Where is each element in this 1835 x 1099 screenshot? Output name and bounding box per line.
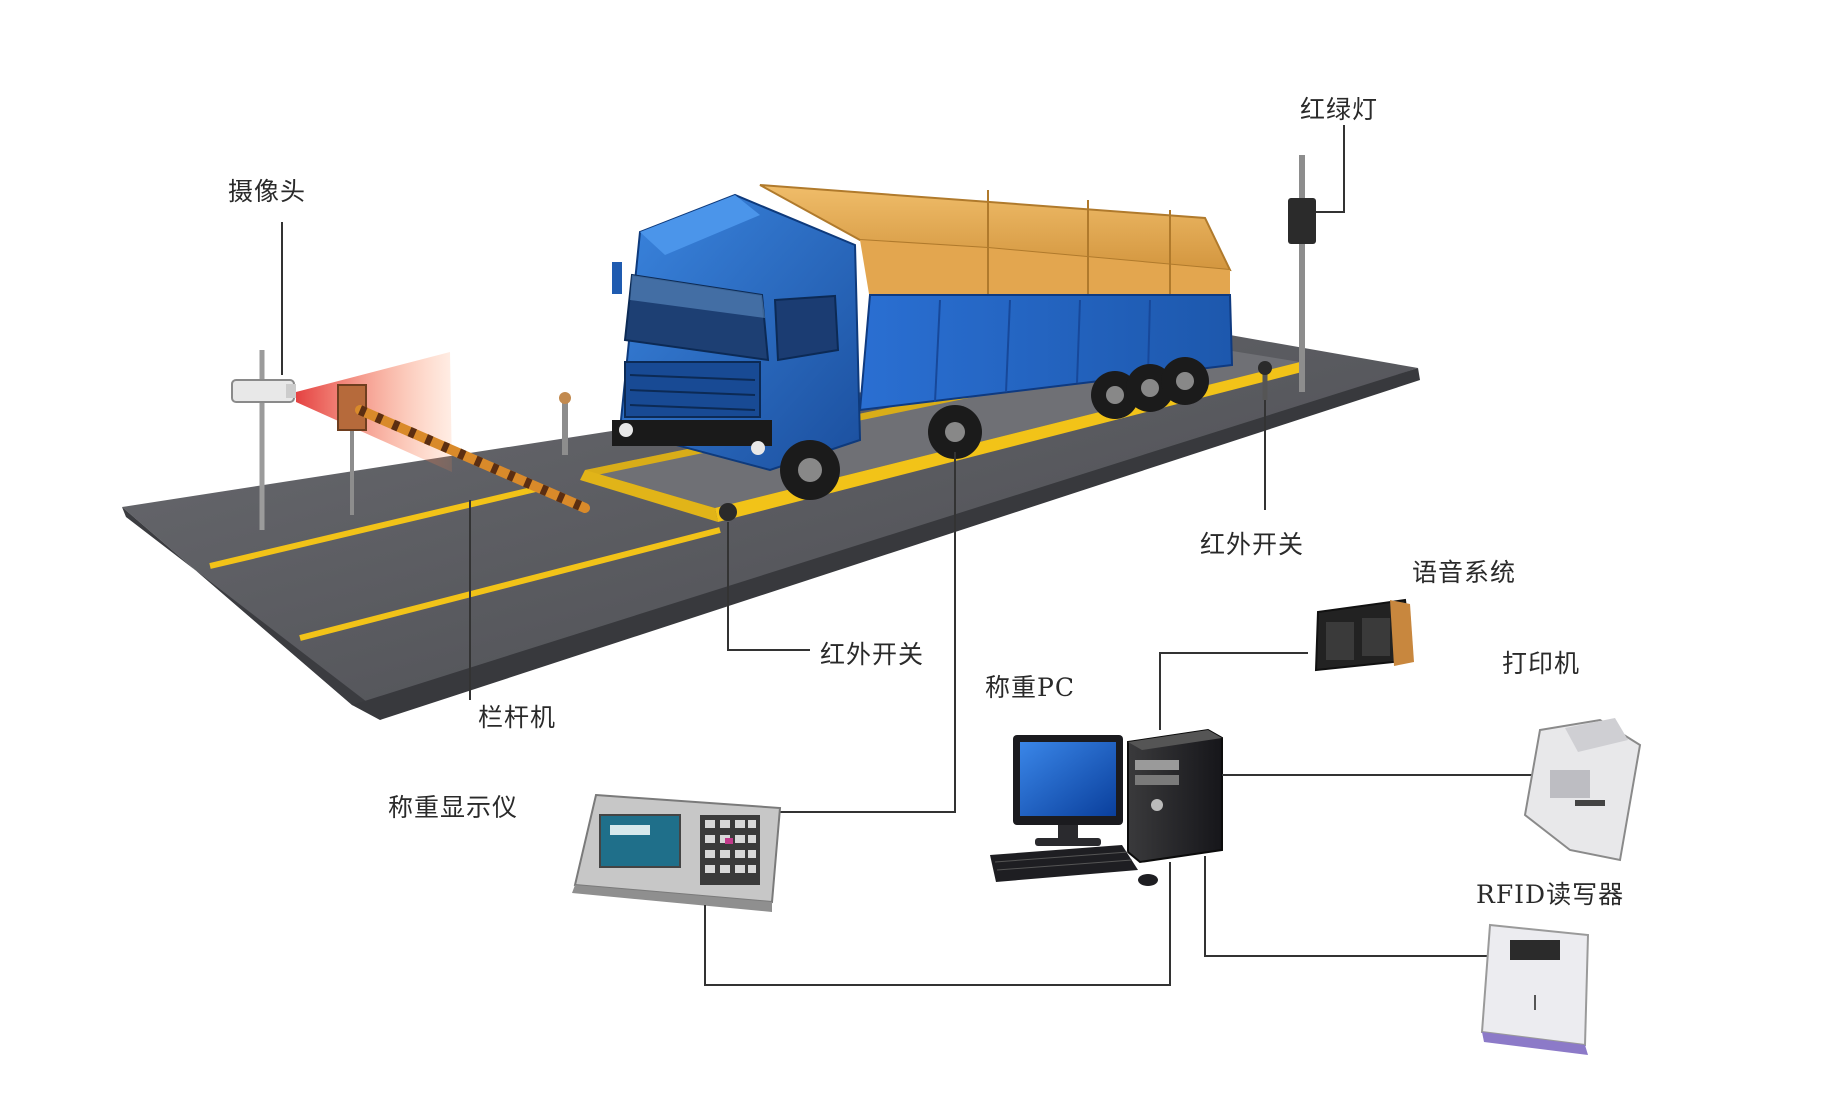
ir-switch-right-icon <box>1258 361 1272 375</box>
road <box>122 335 1418 712</box>
label-ir-switch-left: 红外开关 <box>820 640 925 669</box>
traffic-light-icon <box>1288 198 1316 244</box>
rfid-reader-icon <box>1480 923 1590 1055</box>
label-printer: 打印机 <box>1502 649 1581 678</box>
mouse-icon <box>1138 874 1158 886</box>
label-ir-switch-right: 红外开关 <box>1200 530 1305 559</box>
label-weighing-pc: 称重PC <box>985 673 1075 702</box>
ir-switch-left-icon <box>719 503 737 521</box>
camera-icon <box>231 379 295 403</box>
voice-system-icon <box>1314 598 1414 672</box>
pc-monitor-icon <box>1013 735 1123 846</box>
label-weighing-display: 称重显示仪 <box>388 793 519 822</box>
printer-icon <box>1523 718 1642 862</box>
voice-cable <box>1159 652 1308 730</box>
label-rfid-reader: RFID读写器 <box>1476 880 1625 909</box>
ir-switch-left-leader <box>727 522 810 651</box>
label-traffic-light: 红绿灯 <box>1300 95 1379 124</box>
label-barrier-gate: 栏杆机 <box>478 703 557 732</box>
label-camera: 摄像头 <box>228 177 307 206</box>
road-edge-front <box>352 368 1420 720</box>
scale-rail-left <box>580 470 718 522</box>
pc-tower-icon <box>1127 728 1223 864</box>
label-voice-system: 语音系统 <box>1412 558 1517 587</box>
barrier-arm <box>355 405 590 513</box>
truck <box>612 184 1234 500</box>
display-pc-cable <box>704 862 1171 986</box>
display-cable <box>780 452 956 813</box>
rfid-cable <box>1204 856 1490 957</box>
lane-line-lower <box>299 527 721 641</box>
weighing-display-icon <box>572 793 782 912</box>
keyboard-icon <box>990 845 1138 882</box>
traffic-light-leader <box>1316 125 1345 213</box>
lane-line-upper <box>209 485 541 569</box>
